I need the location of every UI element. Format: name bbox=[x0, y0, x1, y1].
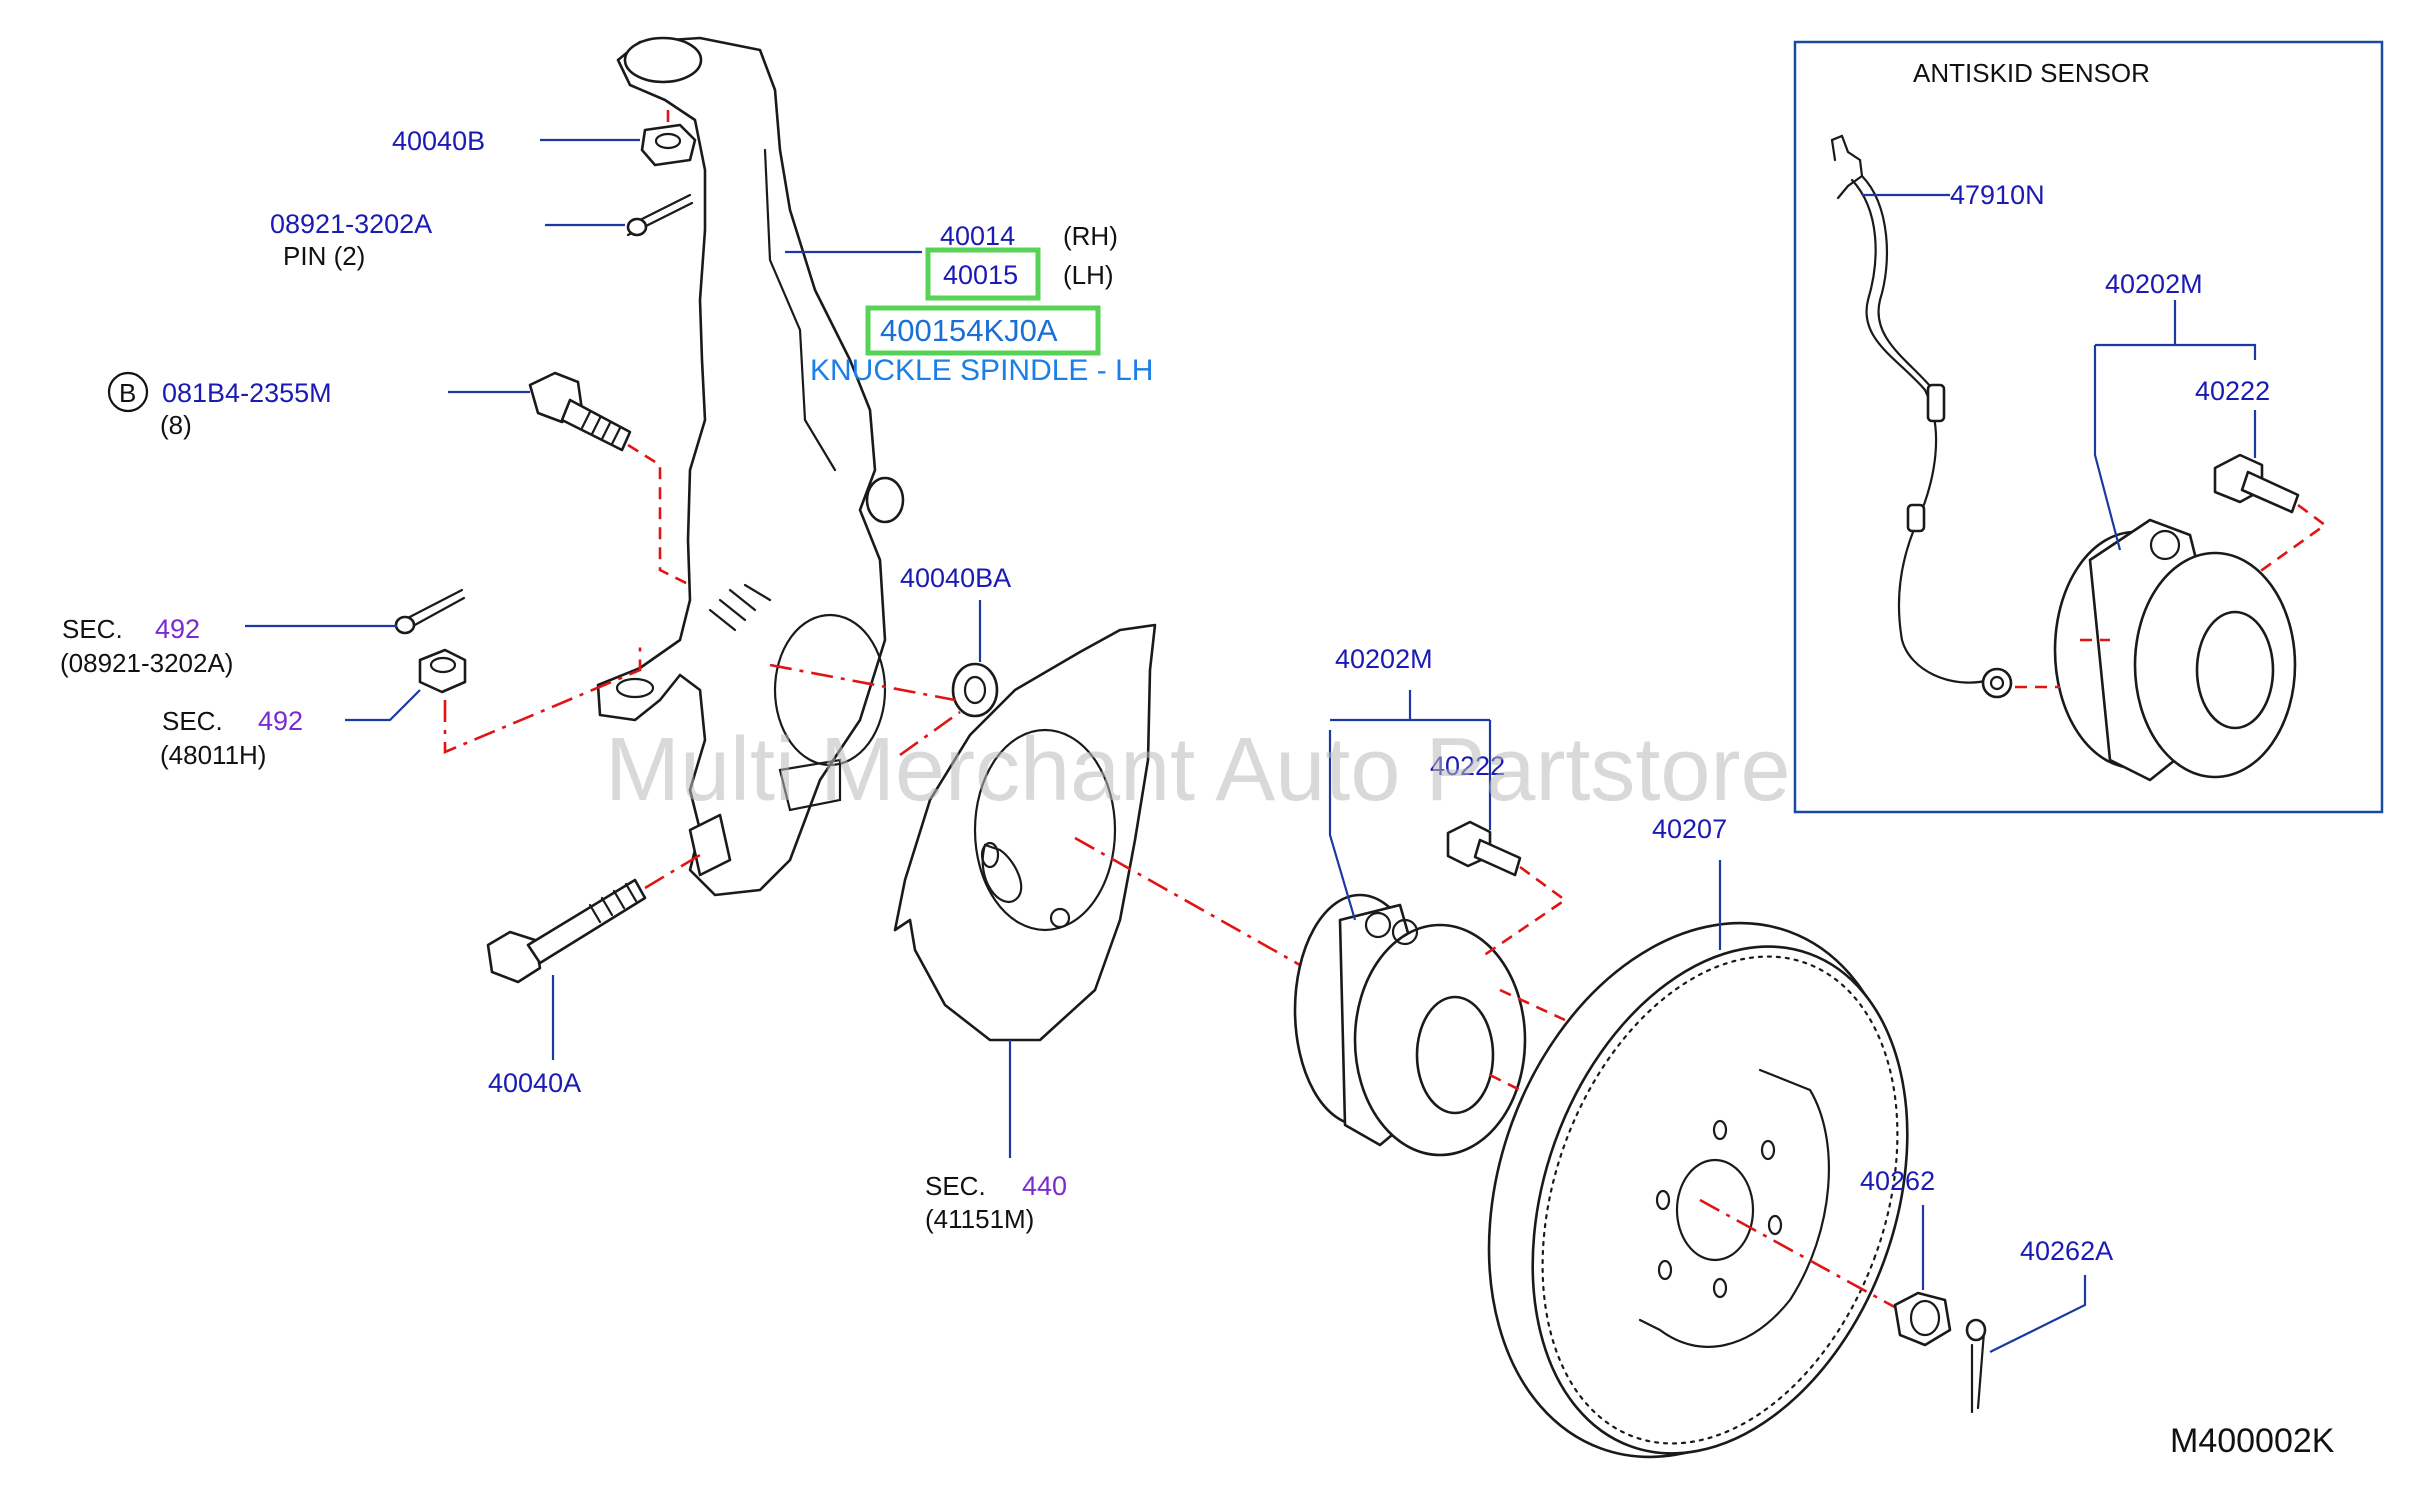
b-circle-icon bbox=[107, 371, 149, 413]
washer-40040ba[interactable] bbox=[951, 662, 999, 718]
hub-bolt-40222[interactable] bbox=[1446, 820, 1522, 877]
nut-40262[interactable] bbox=[1893, 1291, 1952, 1347]
antiskid-sensor[interactable] bbox=[1830, 134, 2013, 699]
leader-40262a bbox=[1989, 1275, 2087, 1353]
label-sec3-sub: (41151M) bbox=[925, 1204, 1034, 1234]
label-sec1: SEC. bbox=[62, 614, 123, 644]
label-40262a: 40262A bbox=[2020, 1236, 2113, 1266]
label-40262: 40262 bbox=[1860, 1166, 1935, 1196]
highlight-box-part bbox=[865, 305, 1101, 356]
label-40040ba: 40040BA bbox=[900, 563, 1011, 593]
label-sec2-sub: (48011H) bbox=[160, 740, 266, 770]
diagram-code: M400002K bbox=[2170, 1422, 2335, 1460]
centerline-shield-hub bbox=[1074, 836, 1301, 967]
nut-40040b[interactable] bbox=[640, 123, 697, 167]
label-sec1-num[interactable]: 492 bbox=[155, 614, 200, 644]
label-08921: 08921-3202A bbox=[270, 209, 432, 239]
sec492-pin[interactable] bbox=[394, 588, 466, 635]
brake-rotor[interactable] bbox=[1418, 865, 1974, 1484]
label-40014: 40014 bbox=[940, 221, 1015, 251]
label-rh: (RH) bbox=[1063, 221, 1118, 251]
centerline-knuckle-washer bbox=[769, 663, 956, 702]
bolt-40040a[interactable] bbox=[486, 878, 647, 984]
cotter-pin-40262a[interactable] bbox=[1965, 1318, 1987, 1414]
label-40040b: 40040B bbox=[392, 126, 485, 156]
watermark: Multi Merchant Auto Partstore bbox=[605, 720, 1791, 820]
label-081b4: 081B4-2355M bbox=[162, 378, 332, 408]
centerline-washer-lower bbox=[899, 710, 961, 757]
label-40015[interactable]: 40015 bbox=[943, 260, 1018, 290]
sec492-nut[interactable] bbox=[418, 648, 467, 694]
centerline-081b4 bbox=[627, 443, 691, 587]
label-47910n: 47910N bbox=[1950, 180, 2045, 210]
label-sec3: SEC. bbox=[925, 1171, 986, 1201]
inset-box bbox=[1793, 40, 2384, 814]
splash-shield[interactable] bbox=[893, 623, 1157, 1042]
label-sec3-num[interactable]: 440 bbox=[1022, 1171, 1067, 1201]
label-lh: (LH) bbox=[1063, 260, 1114, 290]
label-40202m: 40202M bbox=[1335, 644, 1433, 674]
inset-title: ANTISKID SENSOR bbox=[1913, 58, 2150, 88]
highlight-description: KNUCKLE SPINDLE - LH bbox=[810, 354, 1153, 387]
label-sec2: SEC. bbox=[162, 706, 223, 736]
bolt-081b4[interactable] bbox=[528, 371, 632, 452]
label-40222: 40222 bbox=[1430, 751, 1505, 781]
centerline-40040a bbox=[644, 853, 701, 890]
label-40207: 40207 bbox=[1652, 814, 1727, 844]
leader-inset-40202m-bracket bbox=[2175, 343, 2257, 360]
label-b-mark: B bbox=[119, 378, 136, 408]
knuckle-spindle[interactable] bbox=[596, 36, 905, 897]
cotter-pin-08921[interactable] bbox=[626, 193, 694, 237]
leader-40202m bbox=[1328, 690, 1492, 921]
centerline-sec492-nut bbox=[443, 640, 642, 754]
label-qty-8: (8) bbox=[160, 410, 192, 440]
label-inset-40222: 40222 bbox=[2195, 376, 2270, 406]
label-sec1-sub: (08921-3202A) bbox=[60, 648, 233, 678]
inset-hub-bearing[interactable] bbox=[2053, 518, 2297, 782]
highlight-box-40015 bbox=[925, 247, 1041, 301]
leader-sec492-nut bbox=[345, 689, 421, 722]
centerline-inset-sensor bbox=[2015, 638, 2110, 689]
label-sec2-num[interactable]: 492 bbox=[258, 706, 303, 736]
centerline-inset-bolt bbox=[2254, 503, 2328, 577]
inset-hub-bolt[interactable] bbox=[2213, 453, 2300, 514]
highlight-part-number[interactable]: 400154KJ0A bbox=[880, 313, 1058, 348]
label-40040a: 40040A bbox=[488, 1068, 581, 1098]
hub-bearing[interactable] bbox=[1293, 893, 1527, 1157]
leader-inset-40202m bbox=[2093, 300, 2177, 551]
label-inset-40202m: 40202M bbox=[2105, 269, 2203, 299]
label-pin-qty: PIN (2) bbox=[283, 241, 365, 271]
centerline-rotor bbox=[1699, 1198, 1901, 1312]
